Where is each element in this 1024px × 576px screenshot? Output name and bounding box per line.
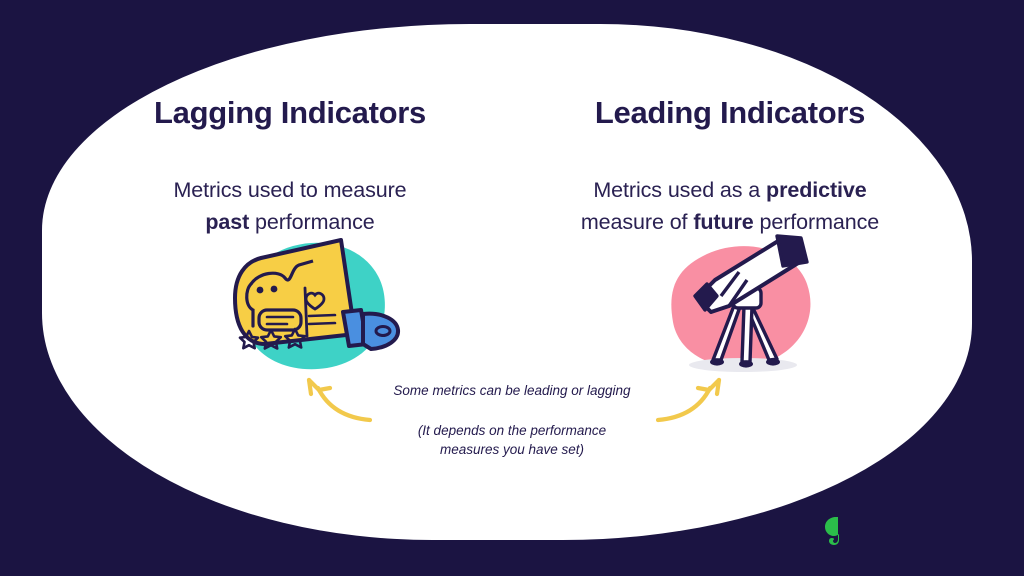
subtitle-leading-mid: measure of (580, 210, 694, 235)
caption-line-1: Some metrics can be leading or lagging (393, 383, 631, 398)
telescope-ring (719, 270, 741, 298)
megaphone-panel-edge (303, 286, 309, 338)
megaphone-handle-hole (374, 325, 392, 337)
telescope-ring-2 (727, 279, 749, 307)
megaphone-eye-left (256, 286, 264, 294)
megaphone-heart-icon (304, 291, 326, 311)
subtitle-leading-emphasis-2: future (693, 210, 754, 235)
subtitle-leading-tail: performance (753, 210, 880, 235)
caption-line-3: measures you have set) (439, 442, 585, 458)
telescope-illustration (655, 232, 855, 382)
subtitle-lagging-text: Metrics used to measure (173, 178, 407, 203)
content-card (42, 24, 972, 540)
subtitle-leading: Metrics used as a predictive measure of … (520, 174, 940, 239)
geckoboard-logo[interactable]: geckoboard (818, 500, 1008, 555)
page-title-leading: Leading Indicators (594, 95, 866, 130)
telescope-lens (775, 234, 809, 268)
column-lagging: Lagging Indicators Metrics used to measu… (80, 95, 500, 239)
megaphone-face-shape (245, 282, 255, 328)
caption-block: Some metrics can be leading or lagging (… (332, 381, 692, 460)
subtitle-lagging: Metrics used to measure past performance (80, 174, 500, 239)
tripod-feet (710, 358, 780, 368)
caption-line-2: (It depends on the performance (417, 422, 607, 438)
subtitle-lagging-tail: performance (249, 210, 375, 235)
column-leading: Leading Indicators Metrics used as a pre… (520, 95, 940, 239)
megaphone-stars (238, 327, 307, 350)
curved-arrow-up-left-icon (296, 374, 373, 431)
megaphone-panel-line-1 (307, 313, 337, 318)
page-title-lagging: Lagging Indicators (154, 95, 426, 130)
subtitle-lagging-emphasis: past (205, 210, 250, 235)
curved-arrow-up-right-icon (655, 374, 732, 431)
megaphone-card-shape (257, 308, 303, 332)
subtitle-leading-emphasis-1: predictive (766, 178, 867, 203)
megaphone-face-outline (249, 259, 314, 286)
subtitle-leading-lead: Metrics used as a (593, 178, 767, 203)
telescope-eyepiece (693, 282, 719, 312)
megaphone-eye-right (270, 285, 278, 293)
megaphone-panel-line-2 (307, 321, 337, 326)
megaphone-illustration (215, 232, 415, 382)
gecko-tail-icon (825, 517, 839, 545)
